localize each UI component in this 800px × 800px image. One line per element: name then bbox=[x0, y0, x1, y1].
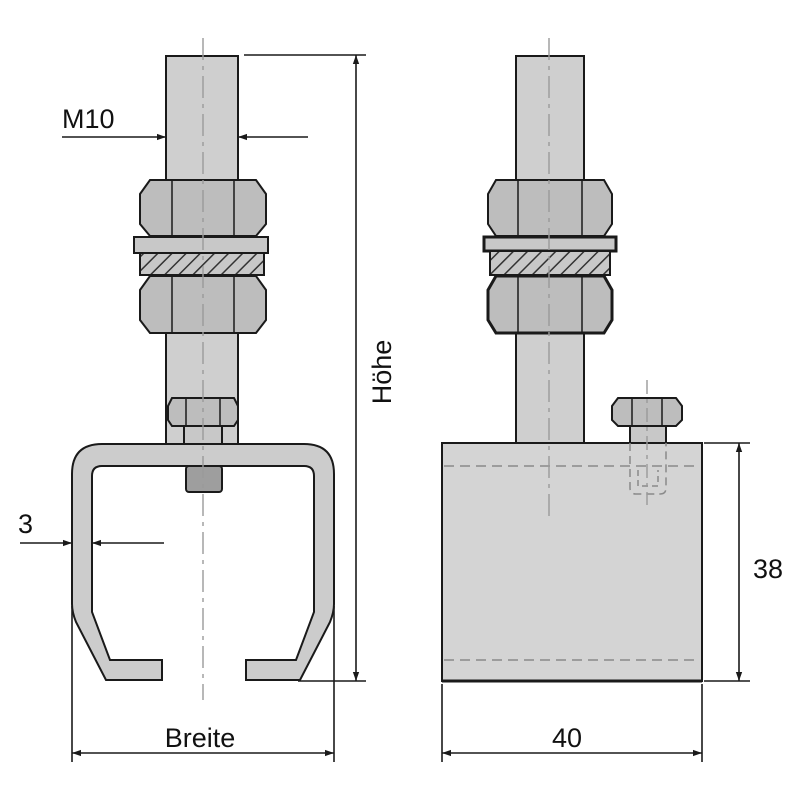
depth-label: 40 bbox=[552, 723, 582, 753]
c-profile-rail bbox=[71, 443, 335, 681]
rail-side-block bbox=[441, 442, 703, 682]
bolt-stud bbox=[185, 465, 223, 493]
side-washer bbox=[482, 235, 618, 253]
side-upper-hex-nut bbox=[487, 179, 613, 237]
dimensions bbox=[20, 54, 750, 762]
spring-washer bbox=[139, 252, 265, 276]
thread-label: M10 bbox=[62, 104, 115, 134]
side-lower-hex-nut bbox=[486, 274, 614, 335]
block-height-label: 38 bbox=[753, 554, 783, 584]
width-label: Breite bbox=[165, 723, 236, 753]
height-label: Höhe bbox=[367, 340, 397, 405]
front-view bbox=[71, 38, 335, 700]
washer bbox=[133, 236, 269, 254]
wall-label: 3 bbox=[18, 509, 33, 539]
side-spring-washer bbox=[489, 250, 611, 276]
side-view bbox=[441, 38, 703, 683]
